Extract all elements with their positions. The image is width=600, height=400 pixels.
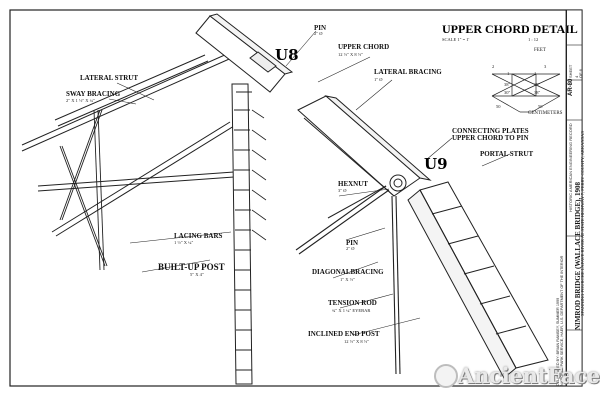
- label-tension-rod-dim: ¾" X 1 ¼" EYEBAR: [332, 308, 371, 313]
- label-upper-chord: UPPER CHORD: [338, 43, 390, 51]
- label-portal-strut: PORTAL STRUT: [480, 150, 534, 158]
- label-lateral-bracing-dim: 1" Ø: [374, 77, 383, 82]
- key-val-4: 38": [504, 82, 511, 87]
- leader-lines: [108, 30, 511, 336]
- node-u9: U9: [424, 155, 448, 173]
- label-diagonal-bracing-dim: 1" X ½": [340, 277, 355, 282]
- key-val-7: 38": [534, 90, 541, 95]
- key-val-3: 1: [534, 71, 537, 76]
- title-block: [566, 10, 583, 386]
- label-lacing-bars-dim: 1 ½" X ¼": [174, 240, 194, 245]
- scale-left: SCALE 1" = 1': [442, 37, 470, 42]
- label-pin-mid-dim: 2" Ø: [346, 246, 355, 251]
- key-val-8: 50: [496, 104, 501, 109]
- label-diagonal-bracing: DIAGONALBRACING: [312, 268, 384, 276]
- label-pin-top: PIN: [314, 24, 327, 32]
- upper-chord-u9: [297, 95, 432, 219]
- upper-chord-u8: [195, 13, 294, 93]
- label-connecting-plates-2: UPPER CHORD TO PIN: [452, 134, 529, 142]
- key-val-2: 1: [507, 71, 510, 76]
- label-lateral-strut: LATERAL STRUT: [80, 74, 139, 82]
- label-sway-bracing-dim: 2" X 1 ½" X ¼": [66, 98, 95, 103]
- watermark-text: AncientFaces: [458, 363, 600, 388]
- key-feet: FEET: [534, 48, 546, 53]
- title-block-sheet-id: AR-80: [568, 78, 574, 96]
- diagonal-bracing: [295, 185, 401, 375]
- drawing-title: UPPER CHORD DETAIL: [442, 22, 578, 36]
- key-diagram: [491, 73, 561, 113]
- label-built-up-post: BUILT-UP POST: [158, 262, 225, 272]
- label-upper-chord-dim: 12 ½" X 8 ½": [338, 52, 363, 57]
- key-centimeters: CENTIMETERS: [528, 111, 563, 116]
- label-lateral-bracing: LATERAL BRACING: [374, 68, 442, 76]
- key-val-5: 30": [504, 90, 511, 95]
- built-up-post-u8: [231, 83, 253, 385]
- key-val-9: 50: [538, 104, 543, 109]
- lacing-bars-u8: [251, 109, 267, 241]
- label-tension-rod: TENSION ROD: [328, 299, 377, 307]
- label-inclined-end-post: INCLINED END POST: [308, 330, 380, 338]
- key-val-0: 2: [492, 64, 495, 69]
- title-block-sub: SPANNING FOURCHE LAFAVE RIVER AT STATE H…: [580, 131, 585, 316]
- key-block: FEET 2 3 1 1 38" 30" 38" 38" 50 50 CENTI…: [472, 44, 563, 120]
- label-lacing-bars: LACING BARS: [174, 232, 223, 240]
- label-built-up-post-dim: 5" X 4": [190, 272, 204, 277]
- title-block-sheet-of: OF 6: [578, 69, 583, 78]
- watermark-badge-icon: [434, 364, 458, 388]
- title-block-survey: HISTORIC AMERICAN ENGINEERING RECORD: [568, 123, 573, 212]
- key-val-1: 3: [544, 64, 547, 69]
- key-val-6: 38": [534, 82, 541, 87]
- label-sway-bracing: SWAY BRACING: [66, 90, 121, 98]
- watermark-logo: AncientFaces: [430, 360, 600, 394]
- scale-right: 1 : 12: [528, 37, 539, 42]
- inclined-end-post: [407, 181, 549, 379]
- label-pin-top-dim: 2" Ø: [314, 31, 323, 36]
- lateral-struts: [21, 49, 237, 237]
- node-u8: U8: [275, 46, 299, 64]
- label-inclined-end-post-dim: 12 ½" X 8 ½": [344, 339, 369, 344]
- title-block-sheet-label: SHEET: [568, 64, 573, 78]
- label-hexnut-dim: 3" Ø: [338, 188, 347, 193]
- label-hexnut: HEXNUT: [338, 180, 368, 188]
- sway-bracing: [59, 109, 108, 271]
- label-pin-mid: PIN: [346, 239, 359, 247]
- label-connecting-plates: CONNECTING PLATES: [452, 127, 529, 135]
